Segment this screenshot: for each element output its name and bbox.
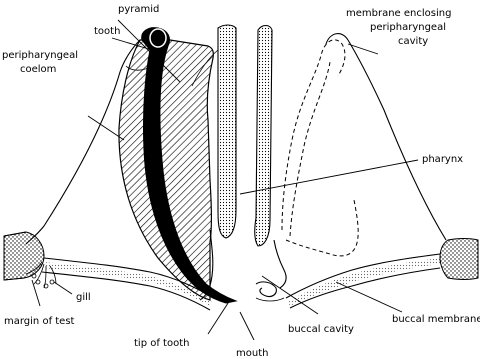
- label-pyramid: pyramid: [118, 4, 159, 15]
- left-test-margin: [4, 232, 44, 280]
- label-buccal-membrane: buccal membrane: [392, 314, 480, 325]
- right-buccal-membrane: [286, 254, 440, 308]
- label-tooth: tooth: [94, 26, 120, 37]
- label-membrane-2: peripharyngeal: [370, 22, 446, 33]
- label-tip-of-tooth: tip of tooth: [134, 338, 189, 349]
- right-membrane-outline: [348, 40, 446, 240]
- label-membrane-1: membrane enclosing: [346, 8, 451, 19]
- right-pharynx-wall: [255, 26, 272, 247]
- pyramid-shape: [119, 40, 213, 300]
- label-pharynx: pharynx: [422, 154, 463, 165]
- buccal-cavity-shape: [256, 282, 284, 301]
- label-gill: gill: [76, 292, 91, 303]
- label-peripharyngeal-coelom-1: peripharyngeal: [2, 50, 78, 61]
- label-peripharyngeal-coelom-2: coelom: [20, 64, 56, 75]
- label-mouth: mouth: [236, 348, 268, 359]
- label-membrane-3: cavity: [398, 36, 428, 47]
- label-buccal-cavity: buccal cavity: [288, 324, 354, 335]
- label-margin-of-test: margin of test: [4, 316, 75, 327]
- right-peripharyngeal-cavity-outline: [274, 34, 358, 288]
- right-test-margin: [440, 239, 478, 280]
